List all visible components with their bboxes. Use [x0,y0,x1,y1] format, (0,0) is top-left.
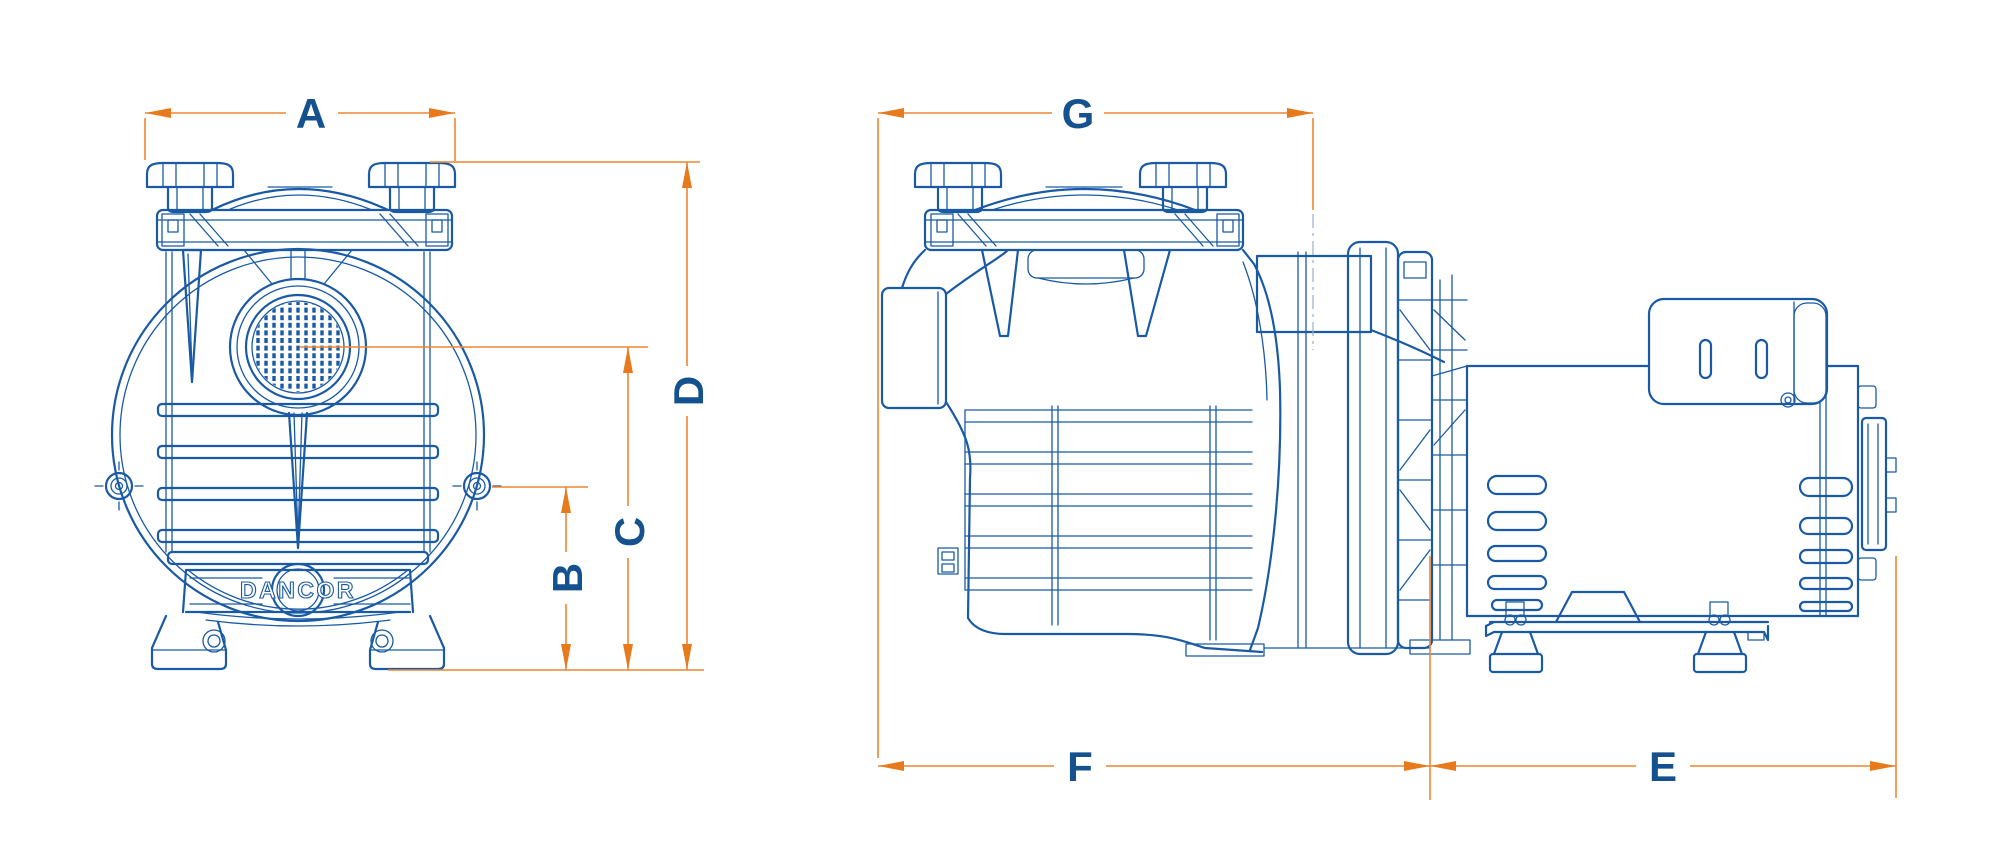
brand-logo-text: DANCOR [240,577,356,603]
dimension-annotations: A G D C [144,90,1897,800]
dimension-b: B [388,486,704,671]
front-view-drawing: DANCOR [94,161,502,671]
dim-label-a: A [296,90,326,137]
side-terminal-box [1647,297,1829,408]
front-logo-plate: DANCOR [179,562,417,627]
front-lid-knobs [145,161,457,384]
side-lid-knobs [913,161,1245,285]
dimension-g: G [877,90,1314,758]
side-bracket [1297,240,1471,656]
dim-label-b: B [544,563,591,593]
dim-label-c: C [606,517,653,547]
side-motor [1431,364,1897,618]
dimension-d: D [430,161,712,670]
side-motor-feet [1484,590,1770,674]
dimension-c: C [300,346,653,670]
dim-label-d: D [665,376,712,406]
dim-label-g: G [1062,90,1095,137]
side-tank [880,214,1446,657]
dimension-f: F [878,556,1431,800]
dimension-a: A [144,90,456,161]
front-feet [150,614,446,671]
dim-label-f: F [1067,743,1093,790]
dimension-e: E [1430,556,1897,798]
front-body-ribs [156,251,440,566]
dim-label-e: E [1649,743,1677,790]
side-view-drawing [880,161,1897,674]
